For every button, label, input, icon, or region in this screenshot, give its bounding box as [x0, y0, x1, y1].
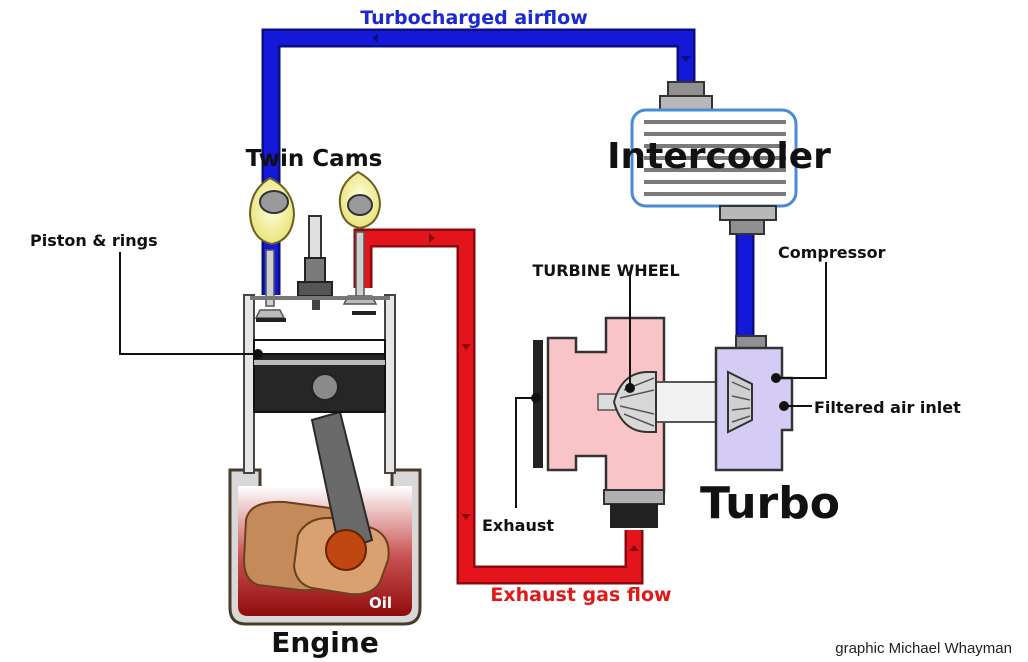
turbine-outlet [610, 504, 658, 528]
engine-label: Engine [271, 626, 379, 659]
cylinder-wall-right [384, 294, 396, 474]
piston-rings-label: Piston & rings [30, 231, 158, 250]
engine-block [228, 294, 422, 626]
twin-cams-label: Twin Cams [246, 146, 383, 172]
crank-pin [325, 529, 367, 571]
exhaust-arrow-1 [429, 233, 435, 243]
turbine-wheel-label: TURBINE WHEEL [532, 261, 679, 280]
exhaust-arrow-4 [629, 545, 639, 551]
exhaust-arrow-3 [461, 514, 471, 520]
piston-crown [253, 339, 386, 355]
connecting-rod [310, 410, 374, 554]
airflow-arrow-1 [372, 33, 378, 43]
valvetrain [248, 170, 390, 322]
intercooler-label: Intercooler [607, 136, 831, 177]
exhaust-label: Exhaust [482, 516, 554, 535]
cylinder-wall-left [243, 294, 255, 474]
intercooler [630, 81, 798, 235]
intake-cam-icon [259, 190, 289, 214]
airflow-arrow-2 [681, 56, 691, 62]
exhaust-cam-icon [347, 194, 373, 216]
credit-text: graphic Michael Whayman [835, 640, 1012, 657]
turbocharged-airflow-label: Turbocharged airflow [360, 7, 588, 29]
piston-pin [311, 373, 339, 401]
compressor-label: Compressor [778, 243, 886, 262]
turbo-label: Turbo [700, 478, 840, 529]
exhaust-arrow-2 [461, 344, 471, 350]
spark-plug [308, 215, 322, 261]
turbine-wheel [612, 371, 657, 433]
exhaust-gas-flow-label: Exhaust gas flow [490, 584, 671, 606]
intake-pipe [261, 28, 755, 340]
leader-lines [119, 252, 827, 508]
turbine-inlet-flange [533, 340, 543, 468]
leader-dots [253, 349, 789, 411]
filtered-air-inlet-label: Filtered air inlet [814, 398, 961, 417]
intake-valve [254, 309, 286, 319]
turbocharger [533, 316, 794, 528]
oil-label: Oil [369, 594, 392, 612]
